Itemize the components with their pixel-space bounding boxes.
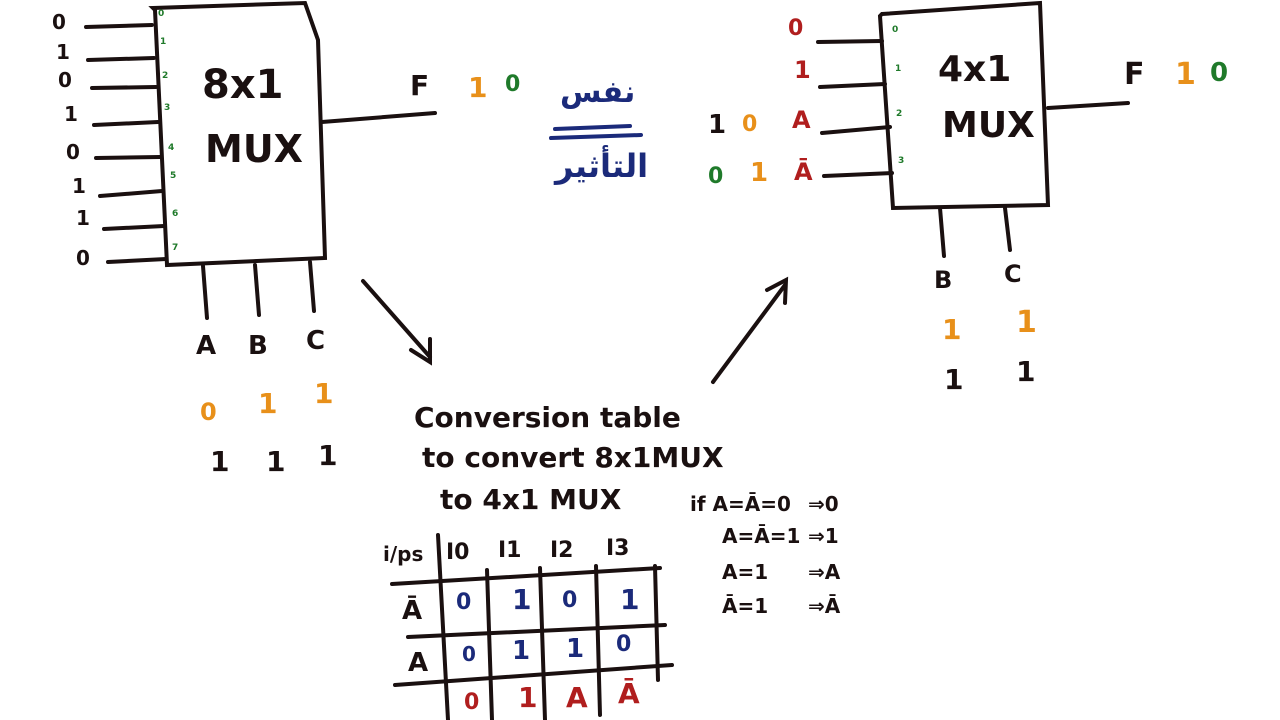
table-cell: 0 — [616, 632, 632, 657]
mux8-pin-0: 0 — [158, 9, 165, 19]
mux4-select-c-value-black: 1 — [1016, 355, 1036, 388]
mux4-pin-3: 3 — [898, 156, 905, 166]
mux8-input-4-value: 0 — [66, 140, 80, 164]
mux8-pin-7: 7 — [172, 243, 179, 253]
mux8-select-a: A — [196, 331, 217, 361]
conversion-caption-line3: to 4x1 MUX — [440, 483, 622, 516]
mux8-pin-4: 4 — [168, 143, 175, 153]
mux4-pin-1: 1 — [895, 64, 902, 74]
table-row-a-label: A — [408, 648, 429, 678]
rule-4-result: ⇒Ā — [808, 594, 841, 618]
mux8-box — [148, 0, 328, 268]
mux8-select-c: C — [306, 326, 326, 356]
mux4-row-a-value-1: 1 — [708, 110, 727, 140]
rule-4-condition: Ā=1 — [722, 594, 769, 618]
mux8-select-b-value-black: 1 — [266, 445, 286, 478]
table-result-cell: 1 — [518, 681, 538, 714]
table-cell: 0 — [456, 590, 472, 615]
table-cell: 1 — [620, 583, 640, 616]
mux8-output-value-2: 0 — [505, 72, 521, 97]
mux8-input-5-value: 1 — [72, 174, 86, 198]
mux4-row-a-value-2: 0 — [742, 112, 758, 137]
mux4-input-2-value: A — [792, 106, 811, 134]
mux8-output-value-1: 1 — [468, 71, 488, 104]
mux4-input-1-value: 1 — [794, 56, 811, 84]
mux4-select-c-value-orange: 1 — [1016, 305, 1037, 340]
mux8-input-3-value: 1 — [64, 102, 78, 126]
mux8-input-2-value: 0 — [58, 68, 72, 92]
mux4-input-0-value: 0 — [788, 16, 804, 41]
mux8-select-b: B — [248, 331, 268, 361]
mux4-title-size: 4x1 — [938, 49, 1012, 90]
rule-2-condition: A=Ā=1 — [722, 524, 801, 548]
mux8-output-label: F — [410, 69, 430, 102]
mux8-pin-2: 2 — [162, 71, 169, 81]
mux8-pin-1: 1 — [160, 37, 167, 47]
mux8-select-a-value-orange: 0 — [200, 398, 217, 426]
table-row-abar-label: Ā — [402, 596, 423, 626]
table-header-i2: I2 — [550, 538, 574, 563]
mux8-input-1-value: 1 — [56, 40, 70, 64]
mux4-select-b-value-orange: 1 — [942, 313, 962, 346]
table-corner-label: i/ps — [383, 542, 424, 566]
mux8-pin-6: 6 — [172, 209, 179, 219]
mux4-box — [877, 0, 1051, 211]
table-result-cell: Ā — [618, 677, 640, 710]
mux8-title-size: 8x1 — [202, 62, 284, 108]
mux4-output-label: F — [1124, 57, 1145, 92]
equivalence-bottom-text: التأثير — [555, 147, 649, 185]
rule-1-condition: if A=Ā=0 — [690, 492, 791, 516]
mux8-select-b-value-orange: 1 — [258, 387, 278, 420]
mux8-pin-3: 3 — [164, 103, 171, 113]
mux4-select-b-value-black: 1 — [944, 363, 964, 396]
mux4-select-b: B — [934, 266, 953, 294]
table-cell: 0 — [462, 642, 476, 666]
rule-2-result: ⇒1 — [808, 524, 839, 548]
table-cell: 0 — [562, 588, 578, 613]
table-header-i0: I0 — [446, 540, 470, 565]
table-result-cell: 0 — [464, 690, 480, 715]
mux4-pin-2: 2 — [896, 109, 903, 119]
conversion-caption-line1: Conversion table — [414, 401, 681, 434]
mux8-title-mux: MUX — [205, 127, 303, 171]
mux4-row-abar-value-2: 1 — [750, 158, 769, 188]
table-cell: 1 — [512, 583, 532, 616]
mux4-title-mux: MUX — [942, 105, 1035, 146]
mux4-select-c: C — [1004, 260, 1022, 288]
mux8-pin-5: 5 — [170, 171, 177, 181]
mux8-input-6-value: 1 — [76, 206, 90, 230]
table-header-i1: I1 — [498, 538, 522, 563]
rule-3-condition: A=1 — [722, 560, 769, 584]
mux8-select-a-value-black: 1 — [210, 445, 230, 478]
rule-1-result: ⇒0 — [808, 492, 839, 516]
table-cell: 1 — [566, 634, 585, 664]
mux4-pin-0: 0 — [892, 25, 899, 35]
mux8-input-0-value: 0 — [52, 10, 66, 34]
conversion-caption-line2: to convert 8x1MUX — [422, 441, 724, 474]
table-cell: 1 — [512, 636, 531, 666]
mux4-input-3-value: Ā — [794, 158, 813, 186]
mux4-output-value-2: 0 — [1210, 58, 1229, 88]
mux8-select-c-value-orange: 1 — [314, 377, 334, 410]
equivalence-top-text: نفس — [560, 75, 636, 110]
mux8-input-7-value: 0 — [76, 246, 90, 270]
rule-3-result: ⇒A — [808, 560, 841, 584]
mux4-row-abar-value-1: 0 — [708, 164, 724, 189]
mux4-output-value-1: 1 — [1175, 57, 1196, 92]
table-result-cell: A — [566, 681, 588, 714]
mux8-select-c-value-black: 1 — [318, 439, 338, 472]
table-header-i3: I3 — [606, 536, 630, 561]
